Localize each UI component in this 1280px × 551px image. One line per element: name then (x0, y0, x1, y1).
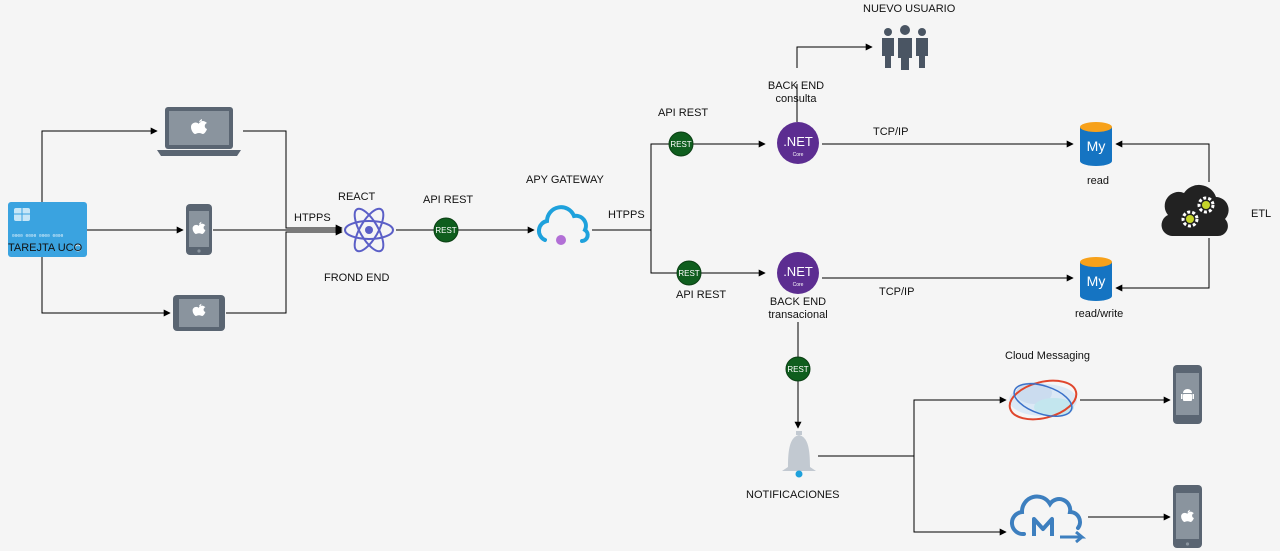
label-https-left: HTPPS (294, 212, 331, 224)
label-etl: ETL (1251, 208, 1272, 220)
apple-laptop-icon (157, 107, 241, 156)
label-backend-tx: BACK END transacional (768, 296, 828, 321)
connectors (41, 43, 1210, 536)
dotnet-core-icon-bottom: .NET Core (777, 252, 819, 294)
svg-text:0000 0000 0000 0000: 0000 0000 0000 0000 (12, 233, 64, 239)
edge-gateway-net-top (592, 140, 766, 231)
label-tcp-bottom: TCP/IP (879, 286, 915, 298)
edge-tablet-react (226, 228, 343, 314)
mysql-database-icon-readwrite: My (1080, 257, 1112, 301)
edge-etl-rw (1115, 238, 1210, 292)
svg-text:Core: Core (793, 152, 804, 158)
svg-text:REST: REST (678, 269, 699, 278)
edge-gateway-net-bottom (650, 230, 766, 277)
label-db-rw: read/write (1075, 308, 1124, 320)
svg-text:REST: REST (670, 140, 691, 149)
rest-badge-4: REST (785, 356, 811, 382)
svg-text:Core: Core (793, 282, 804, 288)
label-https-right: HTPPS (608, 209, 645, 221)
edge-etl-read (1115, 140, 1210, 182)
edge-net-users-b (796, 43, 873, 68)
api-gateway-cloud-icon (536, 205, 590, 245)
rest-badge-2: REST (668, 131, 694, 157)
label-api-rest-bottom: API REST (676, 289, 727, 301)
label-backend-query: BACK END consulta (767, 80, 825, 105)
label-new-user: NUEVO USUARIO (863, 3, 956, 15)
label-react: REACT (338, 191, 376, 203)
svg-text:My: My (1087, 138, 1106, 154)
edge-bell-fcm (818, 396, 1007, 457)
users-group-icon (882, 25, 928, 70)
svg-text:REST: REST (787, 365, 808, 374)
cloud-messaging-icon (1008, 379, 1078, 421)
etl-gears-cloud-icon (1161, 184, 1229, 237)
svg-text:.NET: .NET (783, 264, 813, 279)
dotnet-core-icon-top: .NET Core (777, 122, 819, 164)
label-db-read: read (1087, 175, 1110, 187)
android-phone-icon (1173, 365, 1202, 424)
edge-card-laptop (41, 127, 158, 206)
apple-tablet-icon (173, 295, 225, 331)
svg-text:.NET: .NET (783, 134, 813, 149)
edge-bell-apns (913, 456, 1007, 536)
rest-badge-3: REST (676, 260, 702, 286)
apple-phone-icon-ios (1173, 485, 1202, 548)
label-card: TAREJTA UCO (8, 242, 83, 254)
cloud-push-icon (1009, 494, 1087, 544)
label-tcp-top: TCP/IP (873, 126, 909, 138)
label-api-rest-1: API REST (423, 194, 474, 206)
edge-laptop-react (243, 130, 343, 232)
label-cloud-messaging: Cloud Messaging (1005, 350, 1090, 362)
apple-phone-icon (186, 204, 212, 255)
react-icon (344, 207, 394, 253)
label-front-end: FROND END (324, 272, 390, 284)
svg-text:REST: REST (435, 226, 456, 235)
svg-text:My: My (1087, 273, 1106, 289)
rest-badge-1: REST (433, 217, 459, 243)
edge-card-tablet (41, 256, 171, 317)
mysql-database-icon-read: My (1080, 122, 1112, 166)
label-api-rest-top: API REST (658, 107, 709, 119)
label-notifications: NOTIFICACIONES (746, 489, 840, 501)
label-gateway: APY GATEWAY (526, 174, 604, 186)
notification-bell-icon (782, 431, 816, 478)
credit-card-icon: 0000 0000 0000 0000 (8, 202, 87, 257)
